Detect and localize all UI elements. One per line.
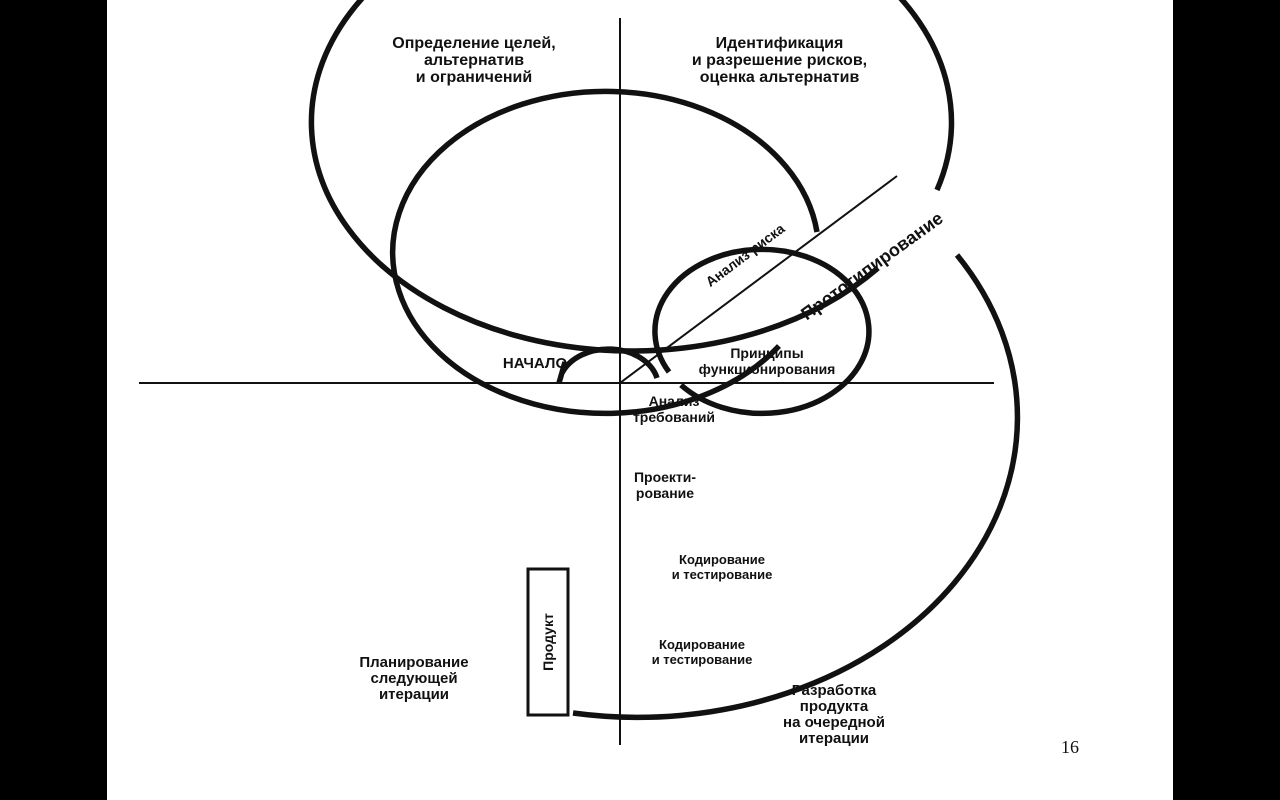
- label-coding-testing-1: Кодирование и тестирование: [671, 552, 773, 582]
- label-design: Проекти- рование: [633, 469, 697, 501]
- spiral-arc-4: [308, 0, 955, 354]
- page-number: 16: [1061, 737, 1079, 757]
- label-product: Продукт: [540, 613, 556, 671]
- label-start: НАЧАЛО: [502, 355, 568, 372]
- label-risk-identification: Идентификация и разрешение рисков, оценк…: [691, 35, 868, 86]
- label-product-development: Разработка продукта на очередной итераци…: [783, 682, 885, 747]
- spiral-arc-5: [572, 253, 1021, 721]
- spiral-arc-2: [652, 246, 872, 417]
- slide: Определение целей, альтернатив и огранич…: [107, 0, 1173, 800]
- label-operating-principles: Принципы функционирования: [698, 345, 836, 377]
- spiral-start-tick: [556, 361, 568, 384]
- label-requirements-analysis: Анализ требований: [632, 393, 716, 425]
- product-box: [526, 567, 570, 717]
- spiral-arc-3: [389, 88, 820, 417]
- label-next-iteration-planning: Планирование следующей итерации: [359, 654, 469, 703]
- spiral-diagram: [139, 0, 1021, 745]
- label-goals-definition: Определение целей, альтернатив и огранич…: [392, 35, 556, 86]
- label-coding-testing-2: Кодирование и тестирование: [651, 637, 753, 667]
